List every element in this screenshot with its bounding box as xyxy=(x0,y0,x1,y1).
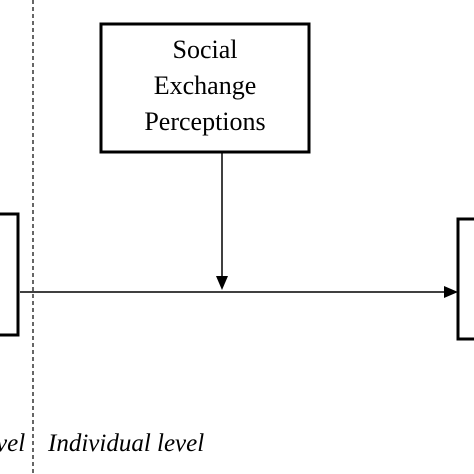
moderator-label-line-1: Social xyxy=(172,35,238,64)
moderator-box xyxy=(99,22,311,154)
moderator-label-line-2: Exchange xyxy=(153,71,257,100)
left-variable-box xyxy=(0,212,20,337)
moderator-box-label: Social Exchange Perceptions xyxy=(101,32,309,140)
moderating-arrowhead xyxy=(216,276,228,290)
left-level-label: vel xyxy=(0,430,26,457)
right-variable-box xyxy=(456,217,474,341)
main-effect-arrowhead xyxy=(444,286,458,298)
right-level-label: Individual level xyxy=(48,430,205,457)
moderator-label-line-3: Perceptions xyxy=(144,107,266,136)
